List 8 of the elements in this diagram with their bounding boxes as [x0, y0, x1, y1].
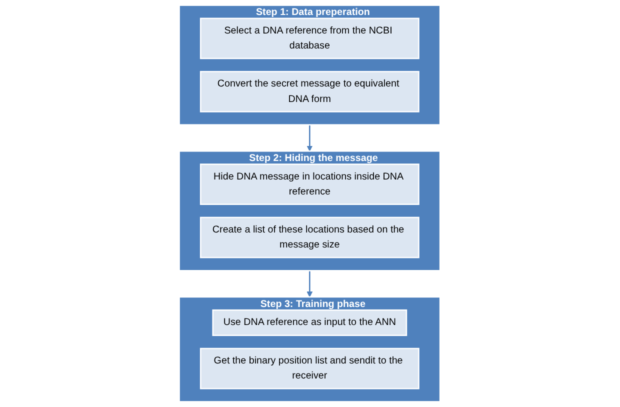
node-box: Convert the secret message to equivalent DNA form: [200, 70, 420, 112]
node-box: Use DNA reference as input to the ANN: [212, 309, 408, 336]
arrow: [307, 270, 313, 298]
node-box: Hide DNA message in locations inside DNA reference: [200, 164, 420, 205]
node-box: Create a list of these locations based on the message size: [200, 216, 420, 258]
node-box: Get the binary position list and sendit to the receiver: [200, 348, 420, 390]
arrow: [307, 124, 313, 152]
node-box: Select a DNA reference from the NCBI database: [200, 18, 420, 60]
